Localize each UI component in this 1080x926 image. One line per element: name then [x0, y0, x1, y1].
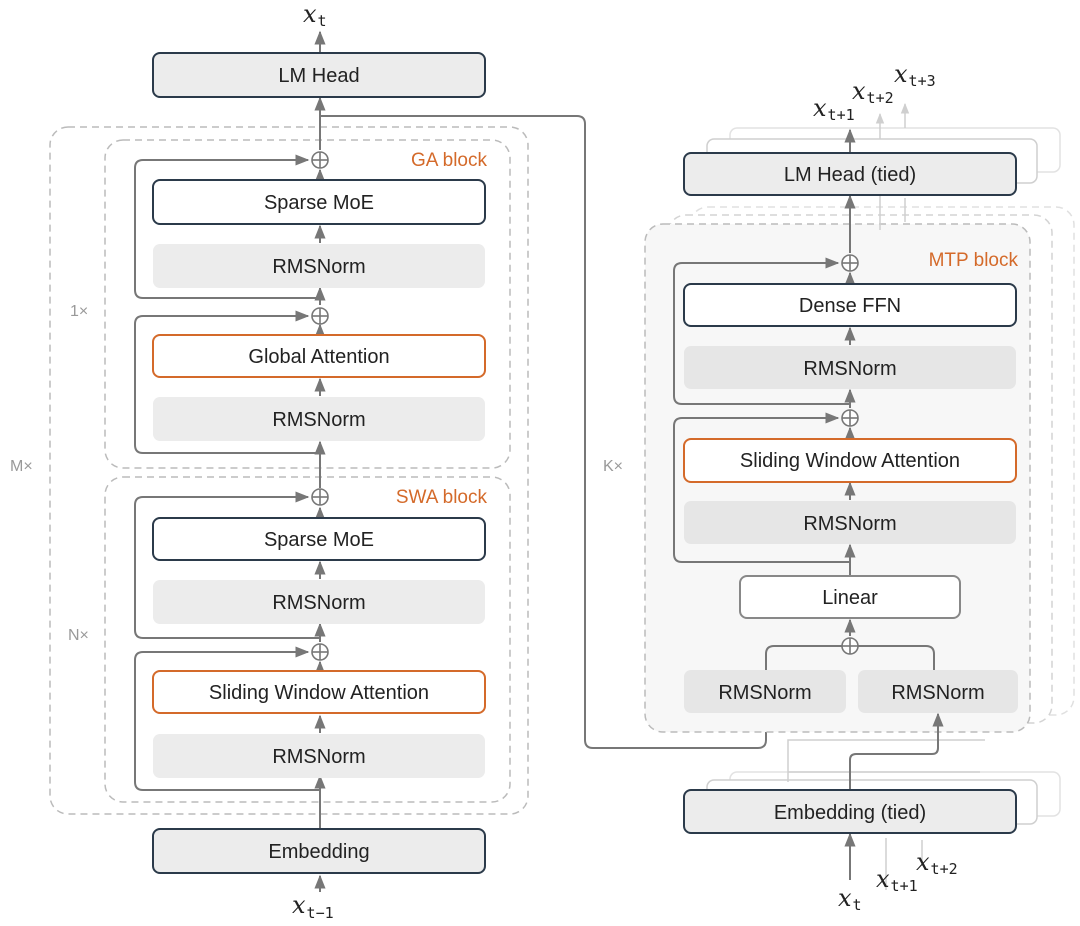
add-icon: [841, 254, 859, 272]
lm-head-label: LM Head: [278, 65, 359, 87]
ga-norm-upper-label: RMSNorm: [272, 256, 365, 278]
mtp-attention-box: Sliding Window Attention: [683, 438, 1017, 483]
embedding-label: Embedding: [268, 841, 369, 863]
mtp-ffn-norm-box: RMSNorm: [684, 346, 1016, 389]
add-icon: [311, 151, 329, 169]
multiplier-m: M×: [10, 458, 33, 475]
swa-norm-lower-label: RMSNorm: [272, 746, 365, 768]
outer-repeat-group: [49, 126, 529, 815]
swa-moe-label: Sparse MoE: [264, 529, 374, 551]
mtp-block-title: MTP block: [929, 250, 1019, 271]
input-token-t: xt: [838, 884, 862, 914]
mtp-lm-head-box: LM Head (tied): [683, 152, 1017, 196]
main-model: M× 1× N× GA block SWA block: [10, 0, 529, 922]
multiplier-1: 1×: [70, 303, 88, 320]
input-token-label: xt−1: [292, 891, 334, 922]
output-token-t3: xt+3: [894, 60, 936, 90]
ga-block-title: GA block: [411, 150, 488, 171]
ga-norm-lower-label: RMSNorm: [272, 409, 365, 431]
swa-norm-lower-box: RMSNorm: [153, 734, 485, 778]
mtp-module: K× MTP block: [603, 60, 1075, 914]
residual-add-icons: [311, 151, 329, 661]
lm-head-box: LM Head: [152, 52, 486, 98]
add-icon: [311, 643, 329, 661]
embed-norm-box: RMSNorm: [858, 670, 1018, 713]
ga-norm-lower-box: RMSNorm: [153, 397, 485, 441]
ga-moe-label: Sparse MoE: [264, 192, 374, 214]
ga-attention-label: Global Attention: [248, 346, 389, 368]
mtp-ffn-norm-label: RMSNorm: [803, 358, 896, 380]
multiplier-k: K×: [603, 458, 623, 475]
add-icon: [841, 637, 859, 655]
add-icon: [841, 409, 859, 427]
mtp-embedding-box: Embedding (tied): [683, 789, 1017, 834]
mtp-embedding-label: Embedding (tied): [774, 802, 926, 824]
dense-ffn-label: Dense FFN: [799, 295, 901, 317]
mtp-attention-label: Sliding Window Attention: [740, 450, 960, 472]
add-icon: [311, 307, 329, 325]
embedding-box: Embedding: [152, 828, 486, 874]
output-token-t2: xt+2: [852, 77, 894, 107]
swa-block-title: SWA block: [396, 487, 488, 508]
ga-norm-upper-box: RMSNorm: [153, 244, 485, 288]
mtp-attn-norm-box: RMSNorm: [684, 501, 1016, 544]
mtp-attn-norm-label: RMSNorm: [803, 513, 896, 535]
ga-attention-box: Global Attention: [152, 334, 486, 378]
hidden-norm-label: RMSNorm: [718, 682, 811, 704]
embed-norm-label: RMSNorm: [891, 682, 984, 704]
dense-ffn-box: Dense FFN: [683, 283, 1017, 327]
ga-moe-box: Sparse MoE: [152, 179, 486, 225]
linear-label: Linear: [822, 587, 878, 609]
input-token-t2: xt+2: [916, 848, 958, 878]
hidden-norm-box: RMSNorm: [684, 670, 846, 713]
input-token-t1: xt+1: [876, 865, 918, 895]
output-token-label: xt: [303, 0, 327, 30]
mtp-add-icons: [841, 254, 859, 655]
swa-norm-upper-label: RMSNorm: [272, 592, 365, 614]
add-icon: [311, 488, 329, 506]
swa-norm-upper-box: RMSNorm: [153, 580, 485, 624]
multiplier-n: N×: [68, 627, 89, 644]
swa-moe-box: Sparse MoE: [152, 517, 486, 561]
hidden-state-connector: [320, 115, 772, 749]
swa-block-group: [104, 476, 511, 803]
linear-box: Linear: [739, 575, 961, 619]
mtp-lm-head-label: LM Head (tied): [784, 164, 916, 186]
ga-block-group: [104, 139, 511, 469]
output-token-t1: xt+1: [813, 94, 855, 124]
swa-attention-box: Sliding Window Attention: [152, 670, 486, 714]
swa-attention-label: Sliding Window Attention: [209, 682, 429, 704]
